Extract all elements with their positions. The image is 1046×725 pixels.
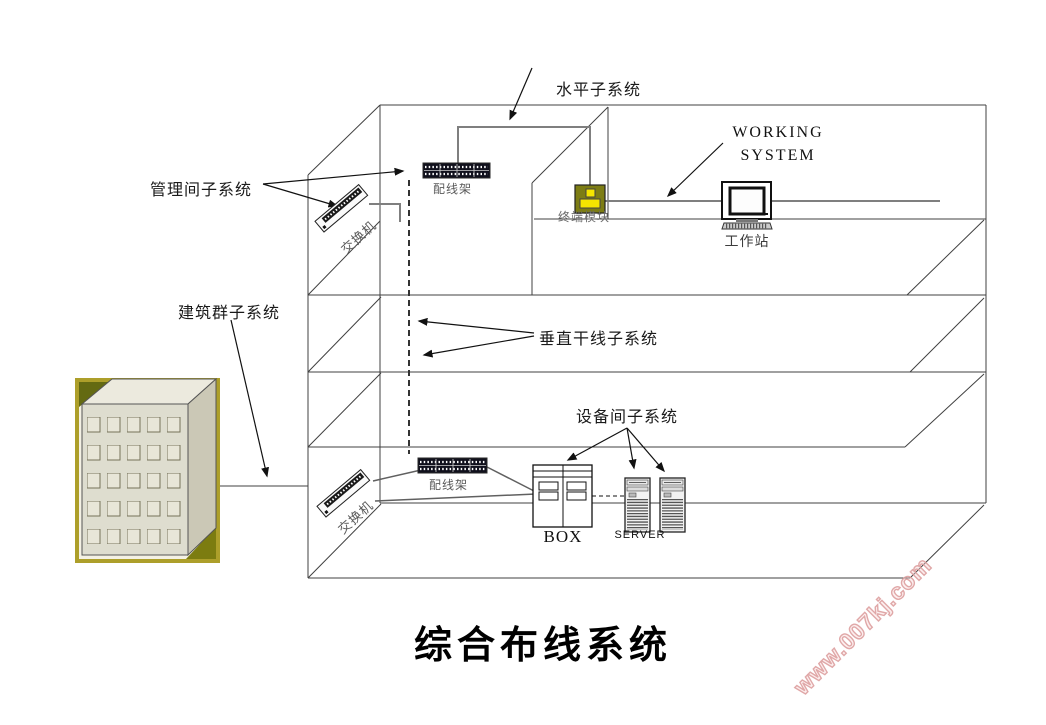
- cable-lines: [369, 126, 940, 222]
- label-horizontal-subsystem: 水平子系统: [556, 82, 642, 99]
- patch-panel-bottom-icon: [417, 457, 488, 474]
- label-box-cabinet: BOX: [543, 527, 583, 546]
- server-icon-1: [624, 477, 651, 533]
- switch-bottom-icon: [316, 468, 371, 518]
- label-working-system-line1: WORKING: [732, 124, 824, 141]
- label-terminal-module: 终端模块: [558, 210, 611, 224]
- label-vertical-backbone-subsystem: 垂直干线子系统: [539, 331, 659, 348]
- label-management-room-subsystem: 管理间子系统: [150, 182, 253, 199]
- workstation-icon: [721, 181, 773, 230]
- campus-building-icon: [75, 377, 220, 563]
- server-icon-2: [659, 477, 686, 533]
- label-patch-panel-top: 配线架: [433, 182, 473, 196]
- patch-panel-top-icon: [422, 162, 491, 179]
- box-cabinet-icon: [532, 464, 593, 528]
- label-server: SERVER: [614, 529, 666, 541]
- annotation-arrows: [230, 67, 724, 478]
- label-patch-panel-bottom: 配线架: [429, 478, 469, 492]
- label-campus-subsystem: 建筑群子系统: [178, 305, 281, 322]
- equipment-room-cables: [372, 466, 625, 502]
- label-working-system: WORKING SYSTEM: [728, 121, 828, 167]
- switch-top-icon: [314, 183, 369, 233]
- terminal-module-icon: [574, 184, 606, 214]
- label-equipment-room-subsystem: 设备间子系统: [576, 409, 679, 426]
- label-working-system-line2: SYSTEM: [740, 147, 816, 164]
- diagram-title: 综合布线系统: [413, 625, 672, 667]
- label-workstation: 工作站: [724, 235, 770, 250]
